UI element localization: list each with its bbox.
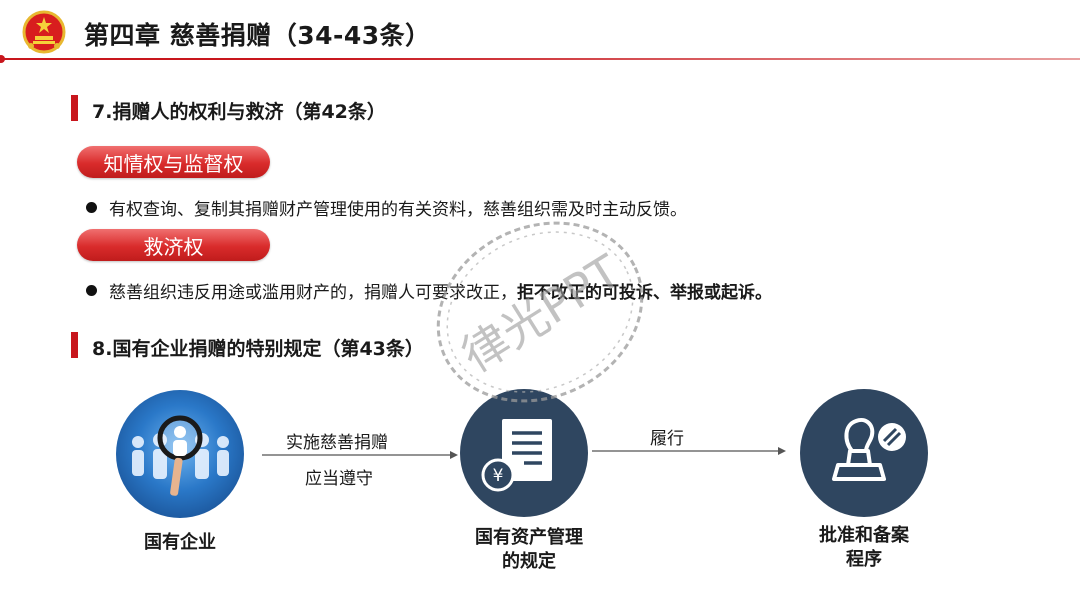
- bullet-text: 有权查询、复制其捐赠财产管理使用的有关资料，慈善组织需及时主动反馈。: [109, 200, 687, 220]
- flow-label-line1: 国有资产管理: [475, 527, 583, 548]
- pill-right-to-know: 知情权与监督权: [77, 146, 270, 178]
- header-divider-dot: [0, 55, 5, 63]
- national-emblem-icon: [22, 10, 66, 54]
- bullet-dot: [86, 285, 97, 296]
- flow-label-line2: 程序: [846, 549, 882, 570]
- flow-label-asset-rules: 国有资产管理 的规定: [454, 526, 604, 574]
- section-marker: [71, 95, 78, 121]
- pill-right-to-remedy: 救济权: [77, 229, 270, 261]
- bullet-right-to-remedy: 慈善组织违反用途或滥用财产的，捐赠人可要求改正， 拒不改正的可投诉、举报或起诉。: [86, 278, 772, 303]
- arrow-right-icon: [592, 447, 786, 455]
- section-title-8: 8.国有企业捐赠的特别规定（第43条）: [92, 338, 424, 360]
- flow-label-line1: 批准和备案: [819, 525, 909, 546]
- flow-label-state-enterprise: 国有企业: [144, 532, 216, 553]
- arrow-right-icon: [262, 451, 458, 459]
- people-magnifier-icon: [132, 415, 229, 496]
- flow-label-line2: 的规定: [502, 551, 556, 572]
- arrow-label-top: 实施慈善捐赠: [286, 433, 388, 453]
- watermark-stamp: 律光PPT: [436, 221, 644, 403]
- section-marker: [71, 332, 78, 358]
- bullet-text: 慈善组织违反用途或滥用财产的，捐赠人可要求改正，: [109, 283, 517, 303]
- section-title-7: 7.捐赠人的权利与救济（第42条）: [92, 101, 386, 123]
- flow-node-asset-rules: ¥: [460, 389, 588, 517]
- flow-node-state-enterprise: [116, 390, 244, 518]
- bullet-right-to-know: 有权查询、复制其捐赠财产管理使用的有关资料，慈善组织需及时主动反馈。: [86, 195, 687, 220]
- bullet-text-bold: 拒不改正的可投诉、举报或起诉。: [517, 283, 772, 303]
- svg-text:¥: ¥: [493, 466, 504, 486]
- watermark-text: 律光PPT: [452, 244, 630, 383]
- page-title: 第四章 慈善捐赠（34-43条）: [84, 21, 431, 50]
- document-yuan-icon: ¥: [481, 419, 552, 492]
- header-divider: [0, 58, 1080, 60]
- flow-label-approval: 批准和备案 程序: [804, 524, 924, 572]
- stamp-icon: [832, 418, 906, 481]
- bullet-dot: [86, 202, 97, 213]
- arrow-label-top: 履行: [650, 429, 684, 449]
- arrow-label-bottom: 应当遵守: [305, 469, 373, 489]
- flow-node-approval: [800, 389, 928, 517]
